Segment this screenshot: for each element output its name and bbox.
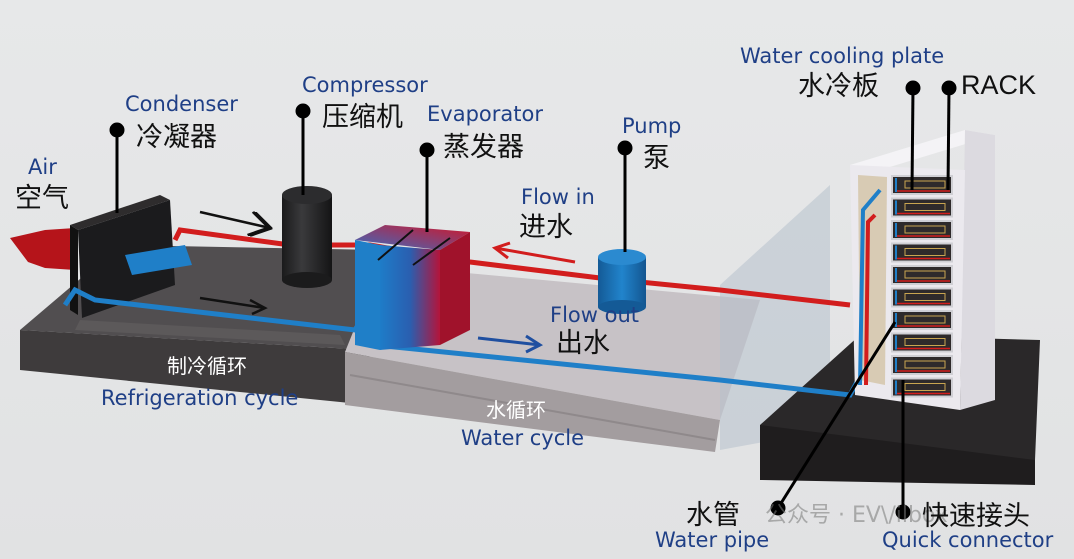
- rack-cold-riser: [858, 188, 882, 386]
- label-compressor-zh: 压缩机: [322, 102, 403, 133]
- label-evaporator-en: Evaporator: [427, 102, 543, 126]
- label-pump-zh: 泵: [643, 143, 670, 174]
- rack-hot-riser: [864, 213, 877, 386]
- server-tray: [891, 220, 953, 240]
- label-refrigeration-cycle-en: Refrigeration cycle: [101, 386, 299, 410]
- flow-arrow-condenser-left: [199, 210, 270, 228]
- label-water-cooling-plate-en: Water cooling plate: [740, 44, 945, 68]
- leader-dot-water-cooling-plate: [905, 80, 921, 96]
- server-tray: [891, 377, 953, 398]
- water-cooling-plate: [904, 360, 946, 369]
- water-cooling-plate: [904, 315, 946, 324]
- watermark: 公众号 · EV\/ilbox: [765, 503, 948, 528]
- water-cooling-plate: [904, 270, 946, 279]
- label-water-pipe-en: Water pipe: [655, 528, 770, 552]
- server-tray: [891, 265, 953, 285]
- air-outflow-arrow: [10, 228, 75, 270]
- flow-arrow-in: [494, 246, 576, 264]
- server-tray: [891, 287, 953, 308]
- label-air-en: Air: [28, 155, 57, 179]
- water-cooling-plate: [904, 225, 946, 234]
- flow-arrow-out: [477, 336, 541, 347]
- water-cooling-plate: [904, 180, 946, 189]
- label-rack: RACK: [961, 70, 1037, 100]
- label-condenser-zh: 冷凝器: [136, 122, 217, 153]
- label-air-zh: 空气: [15, 183, 69, 214]
- server-tray: [891, 175, 953, 195]
- leader-dot-pump: [617, 140, 633, 156]
- label-quick-connector-en: Quick connector: [882, 528, 1054, 552]
- flow-arrow-refrigerant-right: [199, 296, 266, 310]
- leader-dot-condenser: [109, 122, 125, 138]
- leader-rack: [946, 87, 951, 191]
- server-trays: [891, 175, 953, 398]
- label-flow-out-en: Flow out: [550, 303, 640, 327]
- evap-arrow-up: [377, 229, 414, 261]
- leader-water-cooling-plate: [910, 87, 915, 191]
- server-tray: [891, 242, 953, 263]
- label-flow-out-zh: 出水: [556, 328, 610, 359]
- leader-lines: [109, 80, 957, 520]
- server-tray: [891, 197, 953, 218]
- water-cooling-plate: [904, 293, 946, 301]
- label-water-pipe-zh: 水管: [686, 500, 740, 531]
- water-cooling-plate: [904, 203, 946, 211]
- label-condenser-en: Condenser: [125, 92, 238, 116]
- pump: [598, 249, 646, 314]
- label-compressor-en: Compressor: [302, 73, 428, 97]
- leader-dot-rack: [941, 80, 957, 96]
- server-tray: [891, 310, 953, 330]
- label-flow-in-en: Flow in: [521, 185, 595, 209]
- label-water-cycle-en: Water cycle: [461, 426, 585, 450]
- water-cooling-plate: [904, 383, 946, 391]
- label-refrigeration-cycle-zh: 制冷循环: [167, 354, 247, 378]
- server-tray: [891, 355, 953, 375]
- leader-dot-evaporator: [419, 142, 435, 158]
- leader-dot-compressor: [295, 103, 311, 119]
- leader-dot-quick-connector: [895, 504, 911, 520]
- evap-arrow-down: [412, 237, 451, 266]
- label-evaporator-zh: 蒸发器: [443, 132, 524, 163]
- compressor: [282, 186, 332, 288]
- leader-water-pipe: [776, 321, 897, 509]
- water-cooling-plate: [904, 338, 946, 346]
- label-quick-connector-zh: 快速接头: [922, 501, 1030, 532]
- server-tray: [891, 332, 953, 353]
- server-rack: [850, 130, 995, 410]
- label-water-cycle-zh: 水循环: [486, 398, 546, 422]
- label-water-cooling-plate-zh: 水冷板: [798, 71, 879, 102]
- flow-arrow-refrigerant-head: [249, 298, 268, 316]
- base-edge: [349, 374, 716, 441]
- condenser-heat-block: [125, 245, 192, 275]
- flow-arrow-out-head: [525, 334, 544, 354]
- leader-dot-water-pipe: [770, 500, 786, 516]
- label-flow-in-zh: 进水: [519, 212, 573, 243]
- label-pump-en: Pump: [622, 114, 682, 138]
- evaporator: [355, 225, 470, 350]
- water-cooling-plate: [904, 248, 946, 256]
